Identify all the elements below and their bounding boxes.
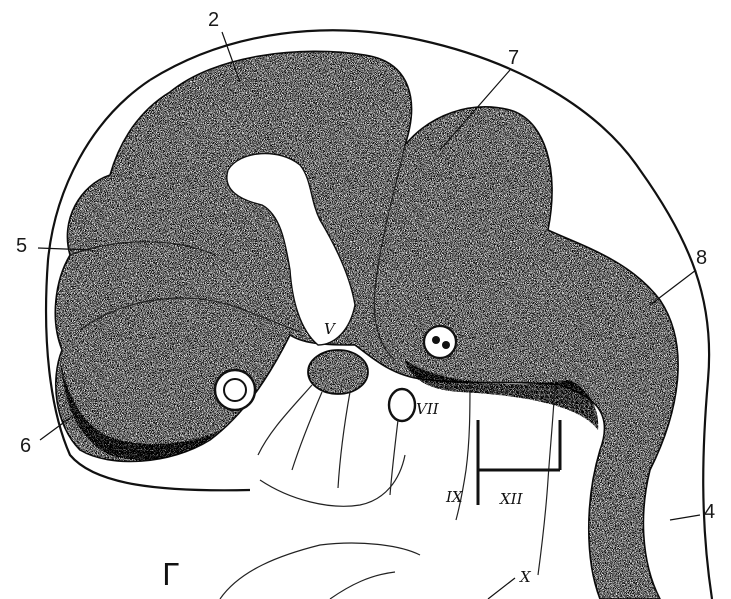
- otic-vesicle: [424, 326, 456, 358]
- leader-x: [488, 578, 515, 599]
- label-6: 6: [20, 435, 31, 457]
- leader-8: [650, 270, 696, 305]
- pharyngeal-curve-2: [330, 572, 395, 599]
- label-nerve-xii: XII: [499, 490, 524, 508]
- panel-label: Г: [162, 558, 180, 593]
- trigeminal-ganglion-stipple: [308, 350, 368, 394]
- brain-stipple: [55, 51, 678, 599]
- nerve-x: [538, 385, 555, 575]
- eye-lens: [224, 379, 246, 401]
- label-2: 2: [208, 9, 219, 31]
- label-7: 7: [508, 47, 519, 69]
- facial-ganglion: [389, 389, 415, 421]
- label-nerve-x: X: [519, 568, 532, 586]
- label-4: 4: [704, 501, 715, 523]
- otic-dot-1: [432, 336, 440, 344]
- nerve-fibers-v: [258, 385, 350, 488]
- lower-jaw-outline: [260, 455, 405, 506]
- label-5: 5: [16, 235, 27, 257]
- leader-4: [670, 515, 700, 520]
- nerve-fibers-vii: [390, 420, 398, 495]
- pharyngeal-curve: [220, 543, 420, 599]
- brain-body: [55, 51, 678, 599]
- label-8: 8: [696, 247, 707, 269]
- label-nerve-ix: IX: [445, 488, 464, 506]
- otic-dot-2: [442, 341, 450, 349]
- label-nerve-vii: VII: [416, 400, 440, 418]
